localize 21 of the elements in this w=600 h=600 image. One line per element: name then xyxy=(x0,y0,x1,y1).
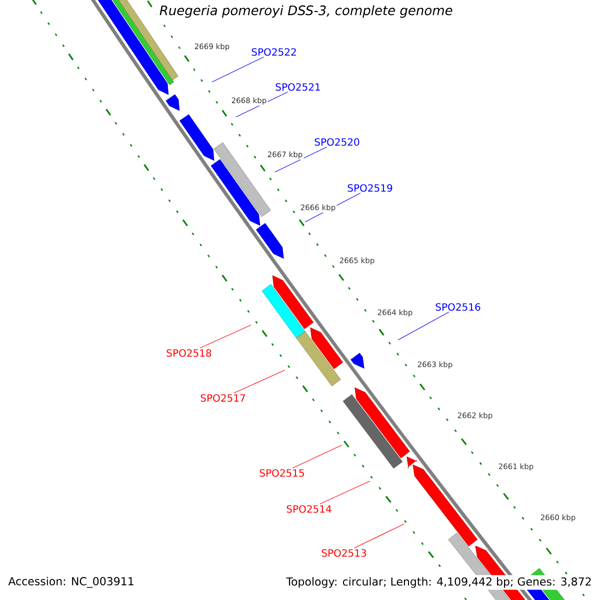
gene-label: SPO2516 xyxy=(436,303,480,311)
title: Ruegeria pomeroyi DSS-3, complete genome xyxy=(156,2,456,21)
accession-text: Accession: NC_003911 xyxy=(6,574,136,590)
gene-label: SPO2517 xyxy=(200,394,245,402)
leader-line xyxy=(212,56,264,82)
leader-line xyxy=(320,480,370,504)
leader-line xyxy=(234,370,286,394)
gene-label: SPO2515 xyxy=(260,469,304,477)
genome-info-text: Topology: circular; Length: 4,109,442 bp; Genes: 3,872 xyxy=(284,575,594,590)
gene-label: SPO2518 xyxy=(166,349,212,357)
leader-line xyxy=(200,324,252,348)
gene-label: SPO2521 xyxy=(276,83,320,91)
gene-label: SPO2519 xyxy=(348,184,392,192)
gene-label: SPO2520 xyxy=(314,138,360,146)
leader-line xyxy=(398,312,450,340)
leader-line xyxy=(274,146,327,172)
leader-line xyxy=(354,524,404,548)
leader-line xyxy=(292,444,342,468)
gene-label: SPO2522 xyxy=(252,48,296,56)
gene-label: SPO2513 xyxy=(322,549,366,557)
gene-label: SPO2514 xyxy=(286,505,332,513)
